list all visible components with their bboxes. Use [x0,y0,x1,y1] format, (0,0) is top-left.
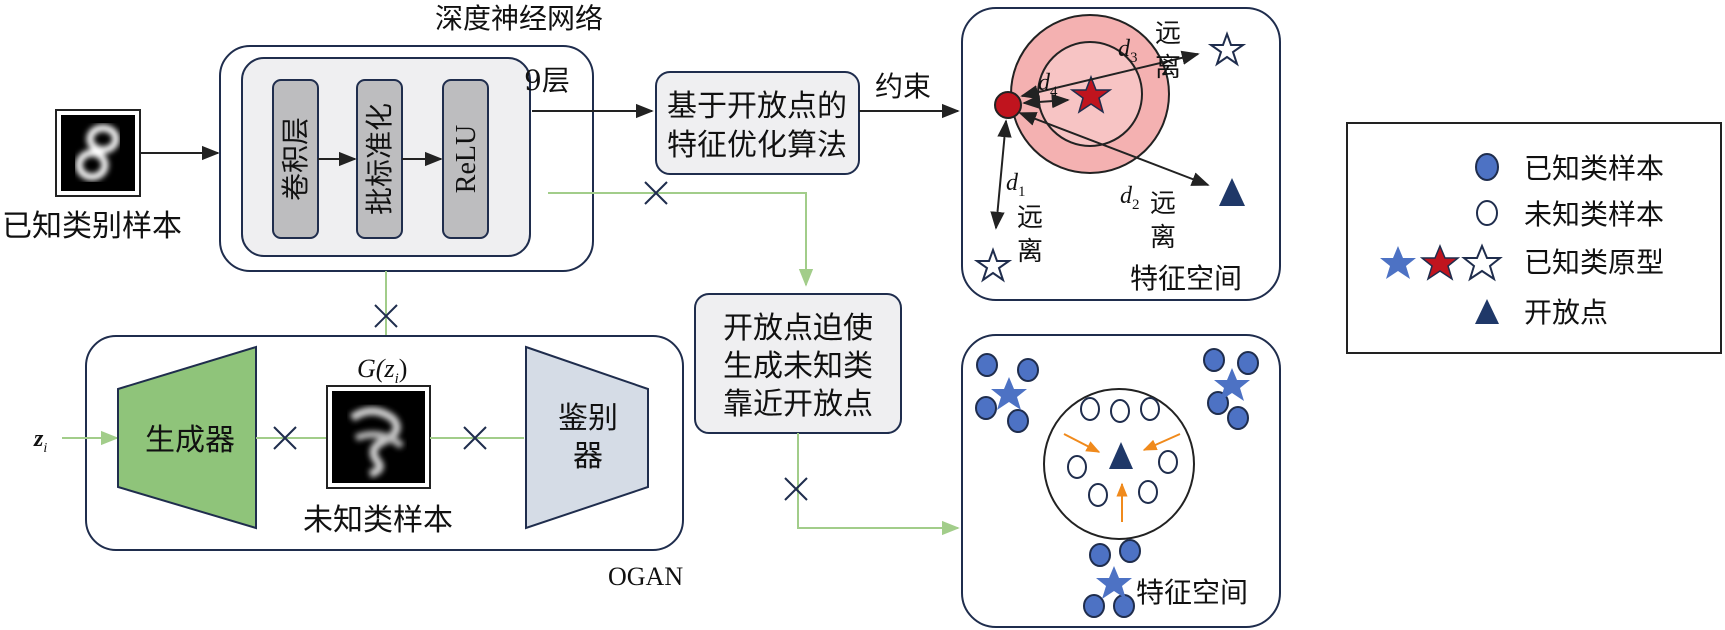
force-line2: 生成未知类 [723,349,873,384]
algo-line2: 特征优化算法 [667,128,847,163]
legend-prototype-label: 已知类原型 [1524,246,1664,279]
arrow-d2 [1018,112,1210,186]
legend-known-sample-label: 已知类样本 [1524,152,1664,185]
red-sample-point [994,91,1022,119]
far-label-d3-a: 远 [1155,19,1181,49]
legend-open-point-label: 开放点 [1524,296,1608,329]
input-label: 已知类别样本 [2,209,182,244]
legend-star-blue-icon [1380,246,1416,279]
far-label-d1-a: 远 [1017,203,1043,233]
relu-block [442,79,489,239]
gz-label: G(zi) [357,354,407,387]
relu-label: ReLU [451,125,482,193]
arrow-d3 [1020,50,1200,100]
generator-label: 生成器 [145,423,235,458]
force-line3: 靠近开放点 [723,387,873,422]
generator-trapezoid [117,345,257,530]
disc-line1: 鉴别 [558,401,618,436]
prototype-star-top-right [1214,368,1250,401]
orange-attraction-arrows [1063,433,1181,522]
d1-label: d1 [1006,170,1026,200]
cross-mark-4 [273,426,297,450]
conv-layer-label: 卷积层 [279,117,312,201]
far-label-d1-b: 离 [1017,237,1043,267]
legend-open-point-icon [1475,299,1499,324]
open-point-triangle-bottom [1109,442,1133,469]
cross-mark-2 [784,477,808,501]
legend-star-white-icon [1461,243,1503,282]
input-sample-image [55,109,141,197]
white-star-top-right [1207,31,1247,67]
legend-known-sample-icon [1475,153,1499,181]
prototype-star-top-left [991,377,1027,410]
cross-mark-1 [644,181,668,205]
far-label-d2-a: 远 [1150,189,1176,219]
cross-mark-5 [463,426,487,450]
dnn-title: 深度神经网络 [435,2,603,35]
feature-space-top-label: 特征空间 [1130,262,1242,295]
white-star-bottom-left [973,247,1013,283]
green-line-force-to-feature [797,433,960,536]
batchnorm-label: 批标准化 [363,103,396,215]
unknown-samples [1067,397,1178,507]
arrow-d1 [990,119,1012,230]
discriminator-trapezoid [525,345,649,530]
d4-label: d4 [1038,70,1058,100]
feature-space-bottom-label: 特征空间 [1136,576,1248,609]
legend-star-red-icon [1419,244,1461,281]
far-label-d2-b: 离 [1150,223,1176,253]
prototype-star-bottom [1096,566,1132,599]
arrow-d4 [1022,93,1070,110]
generated-unknown-image [326,385,431,489]
known-cluster-bottom [1083,539,1141,618]
disc-line2: 器 [573,439,603,474]
dnn-layers-note: 9层 [524,64,570,97]
open-point-triangle-top [1219,178,1245,206]
legend-box [1346,122,1722,354]
green-line-dnn-to-force [548,192,814,287]
algo-line1: 基于开放点的 [667,89,847,124]
far-label-d3-b: 离 [1155,53,1181,83]
d3-label: d3 [1118,36,1138,66]
algo-box [655,71,860,175]
legend-unknown-sample-label: 未知类样本 [1524,198,1664,231]
unknown-image-label: 未知类样本 [303,503,453,538]
known-cluster-top-left [975,353,1039,433]
d2-label: d2 [1120,183,1140,213]
z-input-label: zi [33,426,47,456]
legend-unknown-sample-icon [1476,200,1498,226]
constraint-label: 约束 [875,70,931,103]
ogan-label: OGAN [608,562,683,591]
cross-mark-3 [374,304,398,328]
force-line1: 开放点迫使 [723,311,873,346]
